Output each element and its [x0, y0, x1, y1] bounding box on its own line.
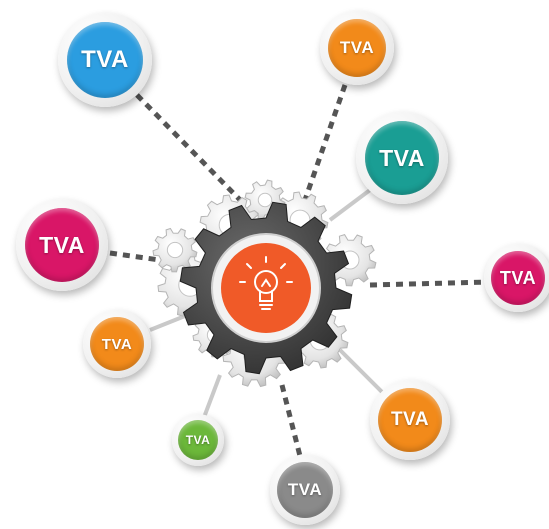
node-gray-fill: TVA [277, 462, 333, 518]
node-blue-label: TVA [81, 46, 129, 73]
connector-teal [328, 188, 372, 222]
node-magenta-left-label: TVA [39, 231, 85, 258]
hub-center [221, 243, 311, 333]
node-teal: TVA [356, 112, 448, 204]
node-orange-top-label: TVA [339, 38, 375, 57]
node-magenta-right-label: TVA [499, 267, 537, 288]
node-orange-left: TVA [83, 310, 151, 378]
node-orange-bottom: TVA [370, 380, 450, 460]
small-gear-hole-9 [257, 192, 273, 208]
small-gear-hole-8 [166, 241, 184, 259]
node-orange-bottom-label: TVA [390, 409, 430, 430]
node-teal-fill: TVA [365, 121, 439, 195]
node-magenta-left-fill: TVA [25, 208, 99, 282]
node-green: TVA [172, 414, 224, 466]
connector-green [201, 374, 222, 421]
node-magenta-right-fill: TVA [491, 251, 545, 305]
node-teal-label: TVA [379, 144, 425, 171]
node-blue-fill: TVA [67, 22, 143, 98]
node-orange-top: TVA [320, 11, 394, 85]
node-green-fill: TVA [178, 420, 218, 460]
node-orange-left-fill: TVA [90, 317, 144, 371]
node-gray-label: TVA [287, 480, 323, 499]
node-orange-left-label: TVA [101, 335, 133, 353]
node-orange-top-fill: TVA [328, 19, 386, 77]
node-magenta-left: TVA [16, 199, 108, 291]
node-magenta-right: TVA [484, 244, 549, 312]
node-blue: TVA [58, 13, 152, 107]
connector-orange-bottom [338, 348, 387, 397]
node-orange-bottom-fill: TVA [378, 388, 442, 452]
node-gray: TVA [270, 455, 340, 525]
node-green-label: TVA [185, 433, 211, 447]
lightbulb-icon [239, 256, 293, 310]
